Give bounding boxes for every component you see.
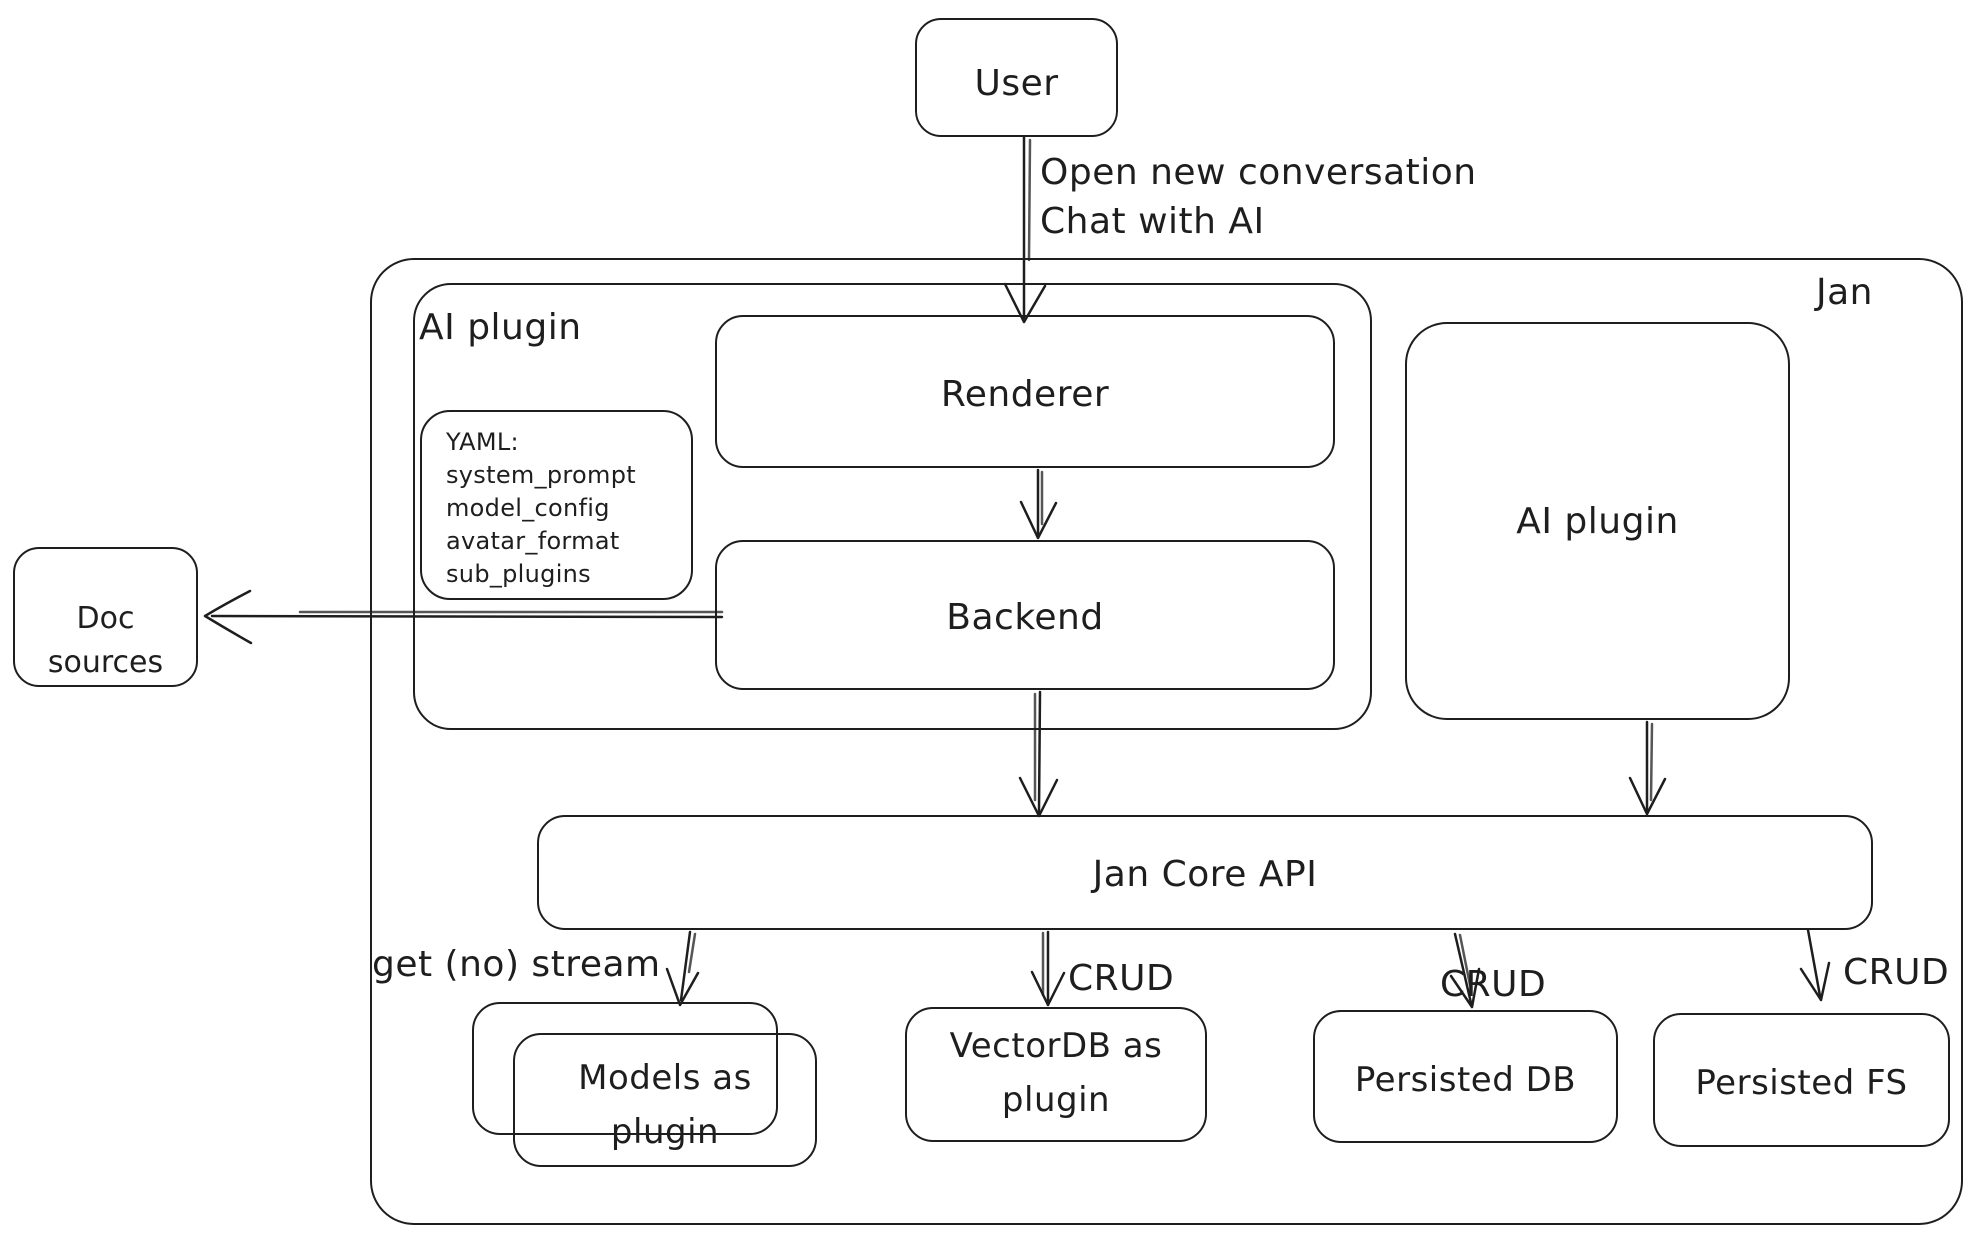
jan-container: Jan (370, 258, 1963, 1225)
doc-sources-node: Doc sources (13, 547, 198, 687)
ai-plugin-right-node: AI plugin (1405, 322, 1790, 720)
yaml-title: YAML: (446, 428, 519, 456)
vectordb-plugin-label: VectorDB as plugin (949, 1026, 1163, 1121)
user-node: User (915, 18, 1118, 137)
backend-node: Backend (715, 540, 1335, 690)
doc-sources-label: Doc sources (47, 601, 164, 680)
yaml-line: model_config (446, 494, 610, 522)
persisted-db-label: Persisted DB (1354, 1060, 1577, 1100)
renderer-node: Renderer (715, 315, 1335, 468)
yaml-line: avatar_format (446, 527, 620, 555)
yaml-note: YAML: system_prompt model_config avatar_… (420, 410, 693, 600)
renderer-label: Renderer (940, 374, 1110, 415)
jan-core-api-node: Jan Core API (537, 815, 1873, 930)
user-label: User (974, 63, 1059, 104)
edge-label-crud-persisted-fs: CRUD (1843, 952, 1950, 993)
persisted-db-node: Persisted DB (1313, 1010, 1618, 1143)
ai-plugin-left-label: AI plugin (419, 307, 582, 348)
models-plugin-label: Models as plugin (578, 1058, 752, 1153)
edge-label-crud-vectordb: CRUD (1068, 958, 1175, 999)
vectordb-plugin-node: VectorDB as plugin (905, 1007, 1207, 1142)
yaml-line: system_prompt (446, 461, 636, 489)
models-plugin-node: Models as plugin (513, 1033, 817, 1167)
yaml-line: sub_plugins (446, 560, 591, 588)
edge-label-crud-persisted-db: CRUD (1440, 964, 1547, 1005)
jan-core-api-label: Jan Core API (1092, 854, 1318, 895)
edge-label-line: Open new conversation (1040, 152, 1477, 193)
backend-label: Backend (946, 597, 1104, 638)
edge-label-open-conversation: Open new conversation Chat with AI (1040, 152, 1477, 242)
edge-label-get-no-stream: get (no) stream (372, 944, 661, 985)
ai-plugin-right-label: AI plugin (1516, 501, 1679, 542)
edge-label-line: Chat with AI (1040, 201, 1265, 242)
jan-label: Jan (1816, 272, 1873, 313)
ai-plugin-left-container: AI plugin (413, 283, 1372, 730)
persisted-fs-node: Persisted FS (1653, 1013, 1950, 1147)
persisted-fs-label: Persisted FS (1695, 1063, 1908, 1103)
models-plugin-back-box (472, 1002, 778, 1135)
